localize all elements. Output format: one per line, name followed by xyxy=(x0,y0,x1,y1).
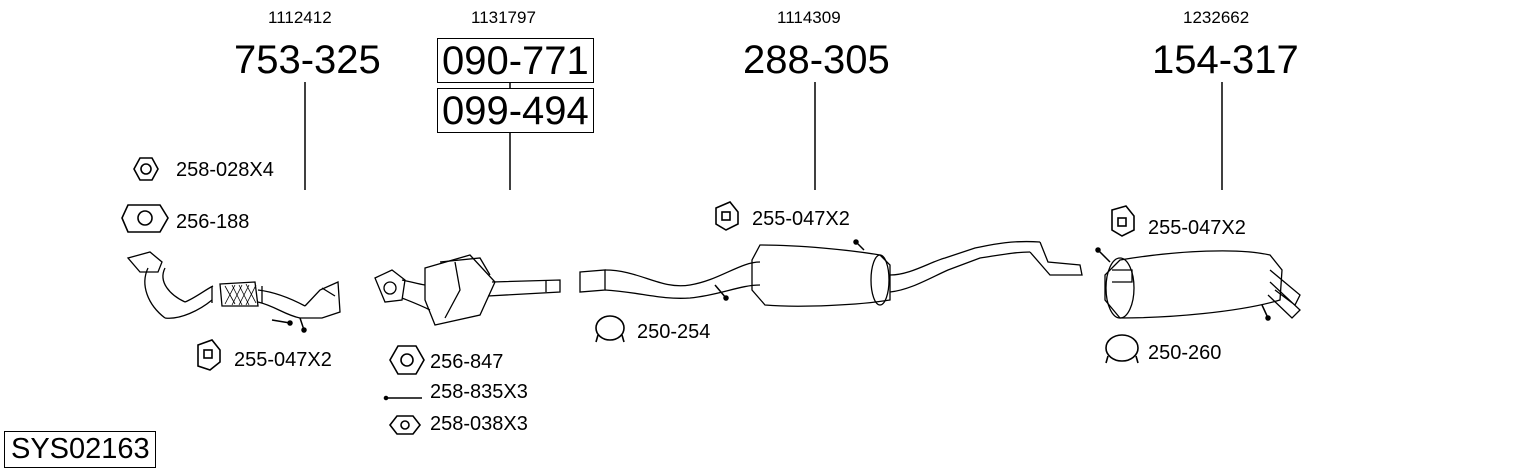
oem-number-rear-silencer: 1232662 xyxy=(1183,8,1250,27)
middle-silencer-bolts xyxy=(714,239,865,301)
part-number-front-pipe[interactable]: 753-325 xyxy=(234,38,381,82)
front-pipe-bolts xyxy=(271,317,307,333)
bolt-icon xyxy=(383,395,422,401)
accessory-label-gasket-cat[interactable]: 256-847 xyxy=(430,351,504,373)
system-code: SYS02163 xyxy=(4,431,156,468)
middle-silencer-part xyxy=(579,240,1083,307)
oem-number-middle-silencer: 1114309 xyxy=(777,8,841,27)
hanger-icon-rear xyxy=(1111,205,1135,237)
rear-silencer-part xyxy=(1104,250,1301,319)
hanger-icon-middle xyxy=(715,201,739,231)
accessory-label-hanger-rear[interactable]: 255-047X2 xyxy=(1148,217,1246,239)
part-number-catalyst[interactable]: 099-494 xyxy=(437,88,594,133)
accessory-label-nut-front[interactable]: 258-028X4 xyxy=(176,159,274,181)
front-pipe-mesh xyxy=(224,283,257,306)
part-number-rear-silencer[interactable]: 154-317 xyxy=(1152,38,1299,82)
accessory-label-gasket-front[interactable]: 256-188 xyxy=(176,211,250,233)
gasket-icon-catalyst xyxy=(389,345,425,375)
gasket-icon xyxy=(121,204,169,233)
part-number-middle-silencer[interactable]: 288-305 xyxy=(743,38,890,82)
flange-nut-icon xyxy=(388,415,422,435)
oem-number-front-pipe: 1112412 xyxy=(268,8,332,27)
accessory-label-nut-cat[interactable]: 258-038X3 xyxy=(430,413,528,435)
accessory-label-clamp-rear[interactable]: 250-260 xyxy=(1148,342,1222,364)
front-pipe-part xyxy=(126,251,341,319)
oem-number-catalyst: 1131797 xyxy=(471,8,536,27)
rear-silencer-bolts xyxy=(1095,247,1271,321)
accessory-label-bolt-cat[interactable]: 258-835X3 xyxy=(430,381,528,403)
part-number-catalyst-connector[interactable]: 090-771 xyxy=(437,38,594,83)
accessory-label-hanger-front[interactable]: 255-047X2 xyxy=(234,349,332,371)
clamp-icon-middle xyxy=(595,315,625,343)
hanger-icon xyxy=(197,339,221,371)
clamp-icon-rear xyxy=(1105,334,1139,364)
catalyst-part xyxy=(374,254,561,326)
hex-nut-icon xyxy=(133,157,159,181)
accessory-label-hanger-mid[interactable]: 255-047X2 xyxy=(752,208,850,230)
accessory-label-clamp-mid[interactable]: 250-254 xyxy=(637,321,711,343)
